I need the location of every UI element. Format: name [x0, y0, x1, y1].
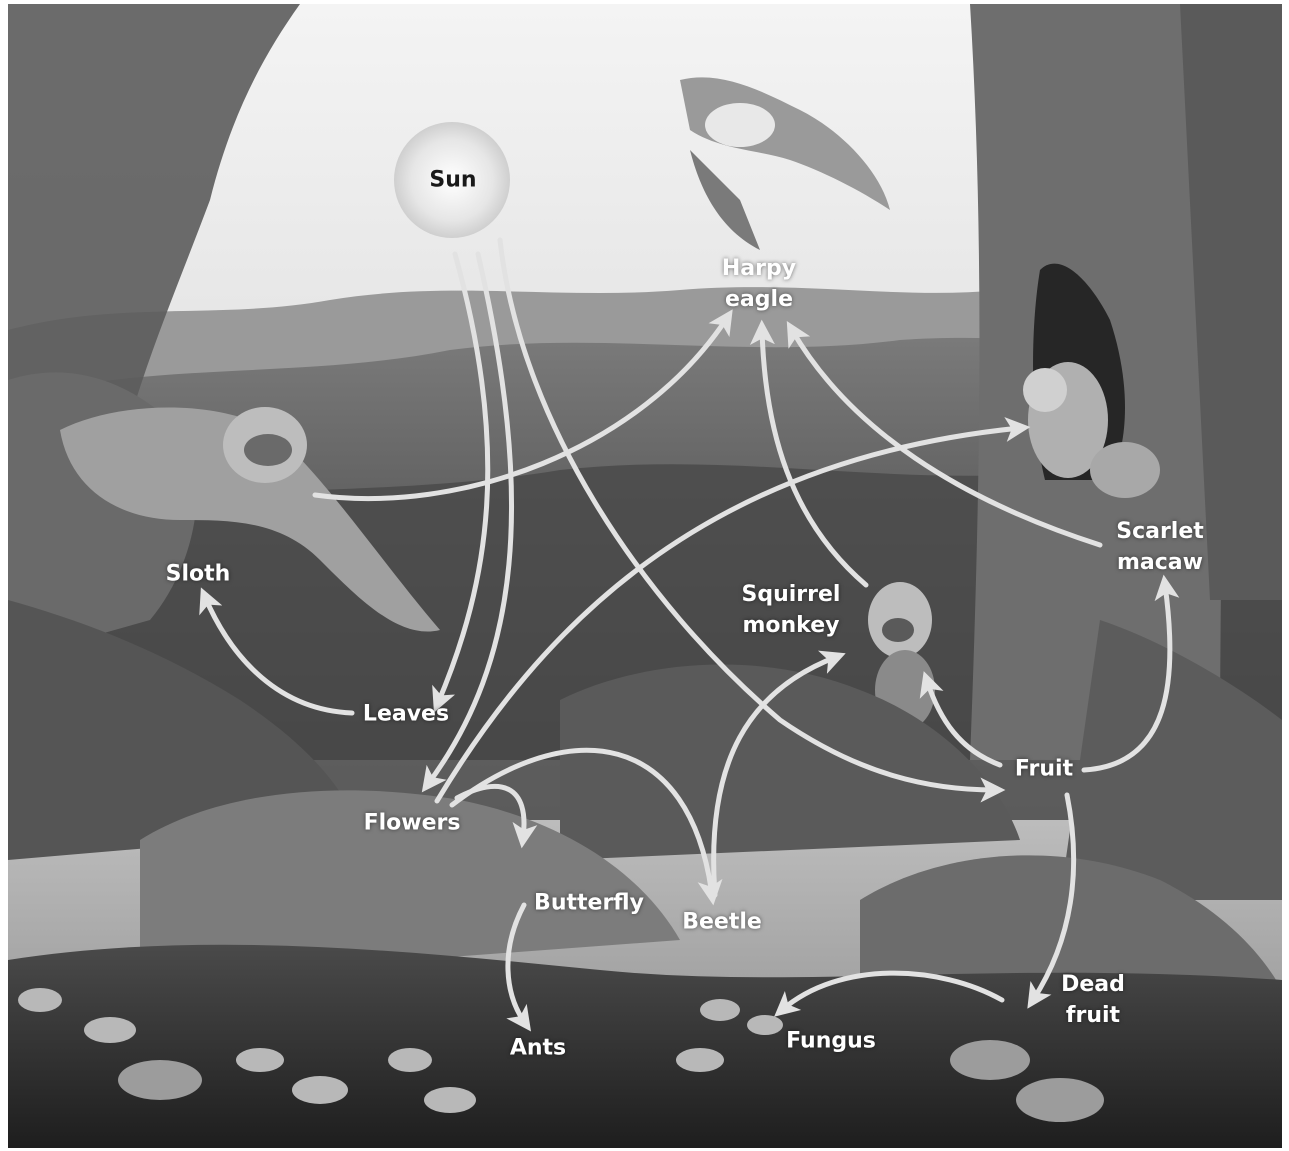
- harpy-eagle-label-line-1: Harpy: [722, 253, 796, 284]
- squirrel-monkey-label: Squirrel monkey: [742, 579, 841, 641]
- sloth-label: Sloth: [166, 559, 231, 590]
- dead-fruit-label: Dead fruit: [1061, 969, 1125, 1031]
- squirrel-monkey-label-line-2: monkey: [742, 610, 841, 641]
- fruit-label: Fruit: [1015, 754, 1073, 785]
- scarlet-macaw-label-line-1: Scarlet: [1116, 516, 1204, 547]
- harpy-eagle-label-line-2: eagle: [722, 284, 796, 315]
- scarlet-macaw-label-line-2: macaw: [1116, 547, 1204, 578]
- dead-fruit-label-line-1: Dead: [1061, 969, 1125, 1000]
- flowers-label: Flowers: [364, 808, 461, 839]
- scarlet-macaw-label: Scarlet macaw: [1116, 516, 1204, 578]
- sun-label: Sun: [429, 165, 476, 196]
- ants-label: Ants: [510, 1033, 566, 1064]
- fungus-label: Fungus: [786, 1026, 876, 1057]
- dead-fruit-label-line-2: fruit: [1061, 1000, 1125, 1031]
- butterfly-label: Butterfly: [534, 888, 644, 919]
- leaves-label: Leaves: [363, 699, 449, 730]
- beetle-label: Beetle: [682, 907, 762, 938]
- harpy-eagle-label: Harpy eagle: [722, 253, 796, 315]
- squirrel-monkey-label-line-1: Squirrel: [742, 579, 841, 610]
